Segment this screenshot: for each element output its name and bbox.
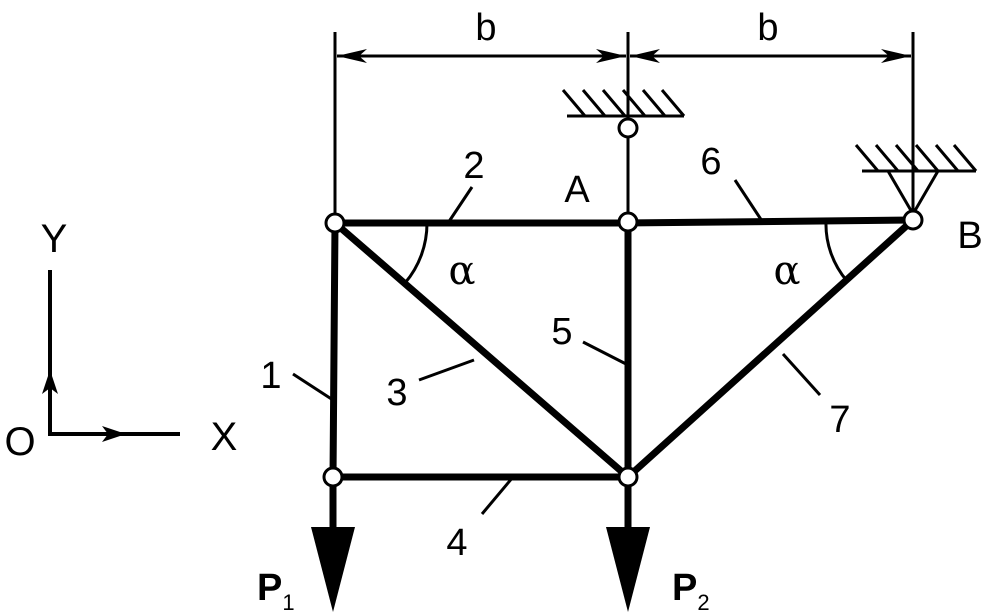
axis-label-origin: O [4, 420, 35, 464]
top-support [561, 89, 686, 212]
joint-a [617, 211, 639, 233]
member-7 [624, 216, 917, 481]
point-label-b: B [957, 215, 982, 257]
leader-7 [781, 352, 822, 397]
load-p2-arrowhead [606, 527, 650, 612]
member-leaders [292, 179, 822, 515]
load-p1-letter: P [257, 567, 282, 609]
joint-bottom-center [617, 466, 639, 488]
axis-label-y: Y [41, 217, 68, 261]
load-p1 [311, 477, 355, 612]
joint-top-left [324, 212, 346, 234]
joint-bottom-left [322, 466, 344, 488]
load-p2 [606, 477, 650, 612]
right-support [854, 144, 978, 215]
leader-5 [582, 340, 629, 367]
right-support-leg-left [886, 170, 915, 215]
load-label-p2: P2 [672, 567, 710, 612]
angle-arc-left [403, 222, 429, 284]
member-3 [331, 219, 632, 481]
load-label-p1: P1 [257, 567, 295, 612]
member-label-2: 2 [463, 145, 484, 187]
truss-members [329, 216, 917, 481]
leader-2 [446, 186, 474, 224]
dimension-label-left: b [475, 7, 496, 49]
right-support-leg-right [911, 170, 940, 215]
dimension-lines [333, 32, 915, 222]
point-label-a: A [564, 169, 590, 211]
angle-label-left: α [448, 248, 475, 294]
member-label-4: 4 [446, 522, 467, 564]
leader-1 [292, 372, 334, 402]
angle-arcs [403, 220, 849, 284]
member-label-7: 7 [829, 399, 850, 441]
member-6 [624, 216, 917, 227]
leader-4 [480, 476, 515, 515]
member-label-1: 1 [260, 355, 281, 397]
angle-label-right: α [773, 248, 800, 294]
joints [322, 117, 924, 488]
member-label-6: 6 [700, 141, 721, 183]
member-label-3: 3 [386, 372, 407, 414]
joint-hanger-top [617, 117, 639, 139]
load-p1-arrowhead [311, 527, 355, 612]
member-label-5: 5 [551, 311, 572, 353]
joint-b [902, 209, 924, 231]
coordinate-axes [42, 270, 180, 442]
dimension-label-right: b [757, 7, 778, 49]
load-p2-letter: P [672, 567, 697, 609]
angle-arc-right [824, 220, 849, 282]
load-p1-subscript: 1 [282, 590, 294, 612]
load-p2-subscript: 2 [697, 590, 709, 612]
leader-6 [733, 179, 764, 222]
leader-3 [418, 358, 475, 382]
member-1 [329, 219, 339, 481]
axis-label-x: X [211, 415, 238, 459]
